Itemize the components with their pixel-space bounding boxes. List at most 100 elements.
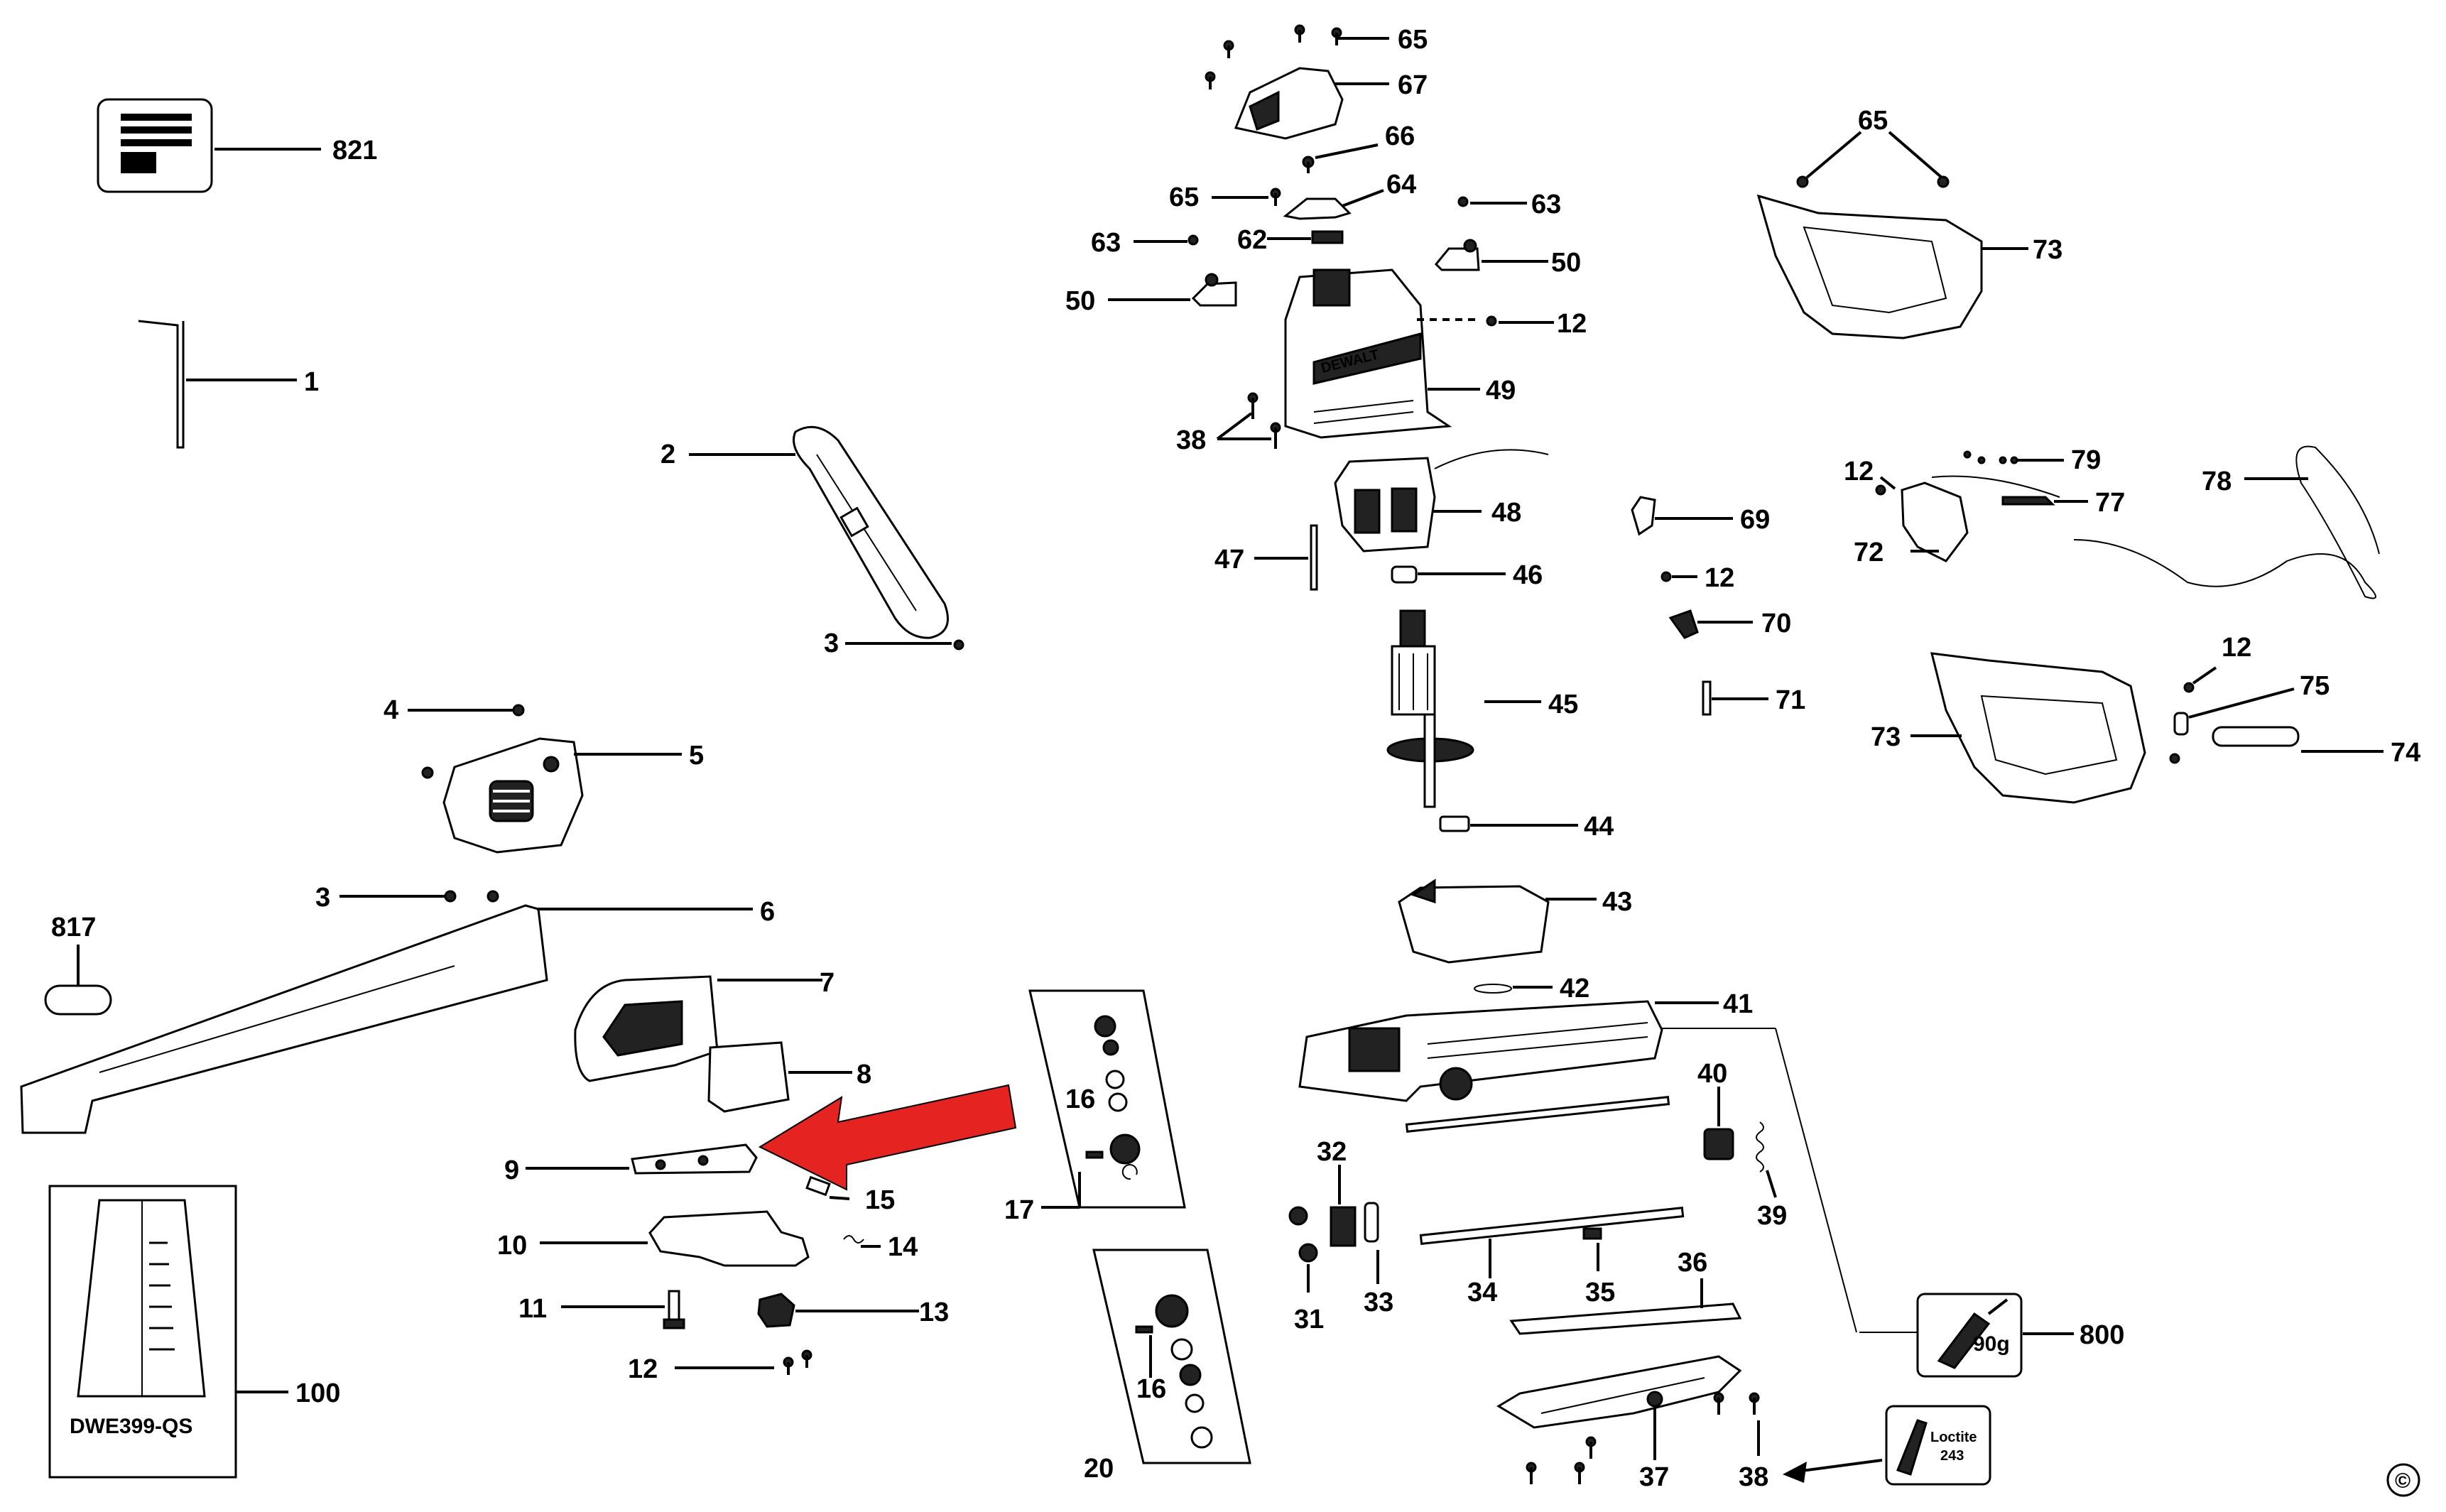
- callout-32: 32: [1317, 1137, 1347, 1167]
- part-13-clamp: [757, 1293, 919, 1328]
- callout-34: 34: [1467, 1278, 1497, 1307]
- callout-70: 70: [1761, 609, 1791, 638]
- part-12-75-74-parts: [2169, 666, 2384, 764]
- adhesive-bottle-icon: [1783, 1405, 1991, 1486]
- callout-62: 62: [1237, 225, 1267, 255]
- part-38-screws: [1216, 392, 1281, 449]
- part-38-base-screws: [1526, 1392, 1760, 1484]
- highlight-arrow: [758, 1084, 1017, 1191]
- callout-17: 17: [1004, 1195, 1034, 1225]
- part-44-bushing: [1439, 815, 1578, 832]
- callout-7: 7: [820, 968, 835, 998]
- callout-73b: 73: [1871, 722, 1901, 752]
- callout-3b: 3: [315, 883, 330, 913]
- callout-38b: 38: [1739, 1462, 1768, 1492]
- part-2-front-handle: [689, 425, 964, 651]
- model-label: DWE399-QS: [70, 1415, 192, 1438]
- part-6-guide-bar: [20, 890, 753, 1134]
- part-31-32-33-parts: [1288, 1165, 1379, 1293]
- callout-73a: 73: [2033, 235, 2062, 265]
- callout-6: 6: [760, 897, 775, 927]
- part-9-tensioner: [526, 1143, 758, 1175]
- callout-12d: 12: [1844, 457, 1874, 486]
- callout-2: 2: [661, 440, 675, 469]
- copyright-mark: [2386, 1463, 2420, 1497]
- callout-100: 100: [295, 1378, 340, 1408]
- part-5-sprocket-cover: [408, 704, 682, 854]
- part-66-screw: [1302, 143, 1379, 173]
- callout-37: 37: [1639, 1462, 1669, 1492]
- part-73-rear-handle-half: [1756, 131, 2028, 339]
- callout-66: 66: [1385, 121, 1415, 151]
- part-64-bracket: [1283, 189, 1384, 220]
- part-7-chain-cover: [574, 975, 822, 1082]
- callout-45: 45: [1548, 690, 1578, 719]
- callout-16b: 16: [1136, 1374, 1166, 1404]
- adhesive-label-line2: 243: [1940, 1448, 1964, 1464]
- part-65-67-top-cover: [1205, 24, 1389, 140]
- part-11-bolt: [561, 1290, 685, 1329]
- part-14-spring: [843, 1235, 881, 1248]
- callout-46: 46: [1513, 560, 1543, 590]
- callout-63b: 63: [1531, 190, 1561, 219]
- part-69-70-71-parts: [1631, 496, 1768, 716]
- callout-12e: 12: [2222, 633, 2251, 663]
- callout-11: 11: [518, 1294, 547, 1324]
- part-72-77-79-switch: [1875, 450, 2088, 562]
- part-41-main-housing: [1298, 1000, 1857, 1333]
- part-62-brush: [1267, 230, 1344, 244]
- callout-67: 67: [1398, 70, 1428, 100]
- part-15-pin: [805, 1175, 850, 1200]
- callout-10: 10: [497, 1231, 527, 1261]
- callout-63a: 63: [1091, 228, 1121, 258]
- callout-50b: 50: [1551, 248, 1581, 278]
- callout-13: 13: [919, 1298, 949, 1327]
- callout-800: 800: [2080, 1320, 2124, 1350]
- callout-48: 48: [1491, 498, 1521, 528]
- part-1-hex-key-icon: [138, 320, 297, 449]
- part-821-manual-icon: [97, 98, 321, 193]
- callout-39: 39: [1757, 1201, 1787, 1231]
- callout-78: 78: [2202, 467, 2232, 496]
- part-40-39-parts: [1703, 1087, 1777, 1198]
- adhesive-label-line1: Loctite: [1930, 1430, 1977, 1445]
- callout-47: 47: [1214, 545, 1244, 575]
- callout-75: 75: [2300, 671, 2330, 701]
- callout-1: 1: [304, 367, 319, 397]
- callout-33: 33: [1364, 1288, 1393, 1317]
- callout-4: 4: [384, 695, 398, 725]
- part-34-35-36-rods: [1405, 1096, 1742, 1335]
- callout-77: 77: [2095, 488, 2125, 518]
- callout-5: 5: [689, 741, 704, 771]
- callout-71: 71: [1776, 685, 1805, 715]
- part-42-ring: [1474, 984, 1553, 994]
- callout-44: 44: [1584, 812, 1614, 842]
- callout-40: 40: [1697, 1059, 1727, 1089]
- part-43-gear-cover: [1398, 879, 1597, 964]
- callout-12c: 12: [1705, 563, 1734, 593]
- part-37-base: [1496, 1355, 1742, 1460]
- part-20-panel: [1092, 1249, 1251, 1464]
- part-49-motor-housing: DEWALT: [1284, 268, 1554, 439]
- callout-42: 42: [1560, 974, 1589, 1004]
- callout-15: 15: [865, 1185, 895, 1215]
- callout-12a: 12: [628, 1354, 658, 1384]
- part-78-cable: [2073, 445, 2380, 599]
- callout-31: 31: [1294, 1305, 1324, 1334]
- part-73-rear-handle: [1910, 652, 2146, 804]
- part-8-pad: [707, 1041, 852, 1113]
- callout-74: 74: [2391, 738, 2420, 768]
- part-12-screws: [675, 1349, 812, 1375]
- part-17-panel: [1028, 989, 1186, 1209]
- callout-36: 36: [1678, 1248, 1707, 1278]
- callout-9: 9: [504, 1155, 519, 1185]
- callout-20: 20: [1084, 1454, 1114, 1484]
- callout-65b: 65: [1169, 183, 1199, 212]
- callout-50a: 50: [1065, 286, 1095, 316]
- part-100-model-box: [48, 1185, 288, 1479]
- callout-49: 49: [1486, 376, 1516, 406]
- callout-64: 64: [1386, 170, 1416, 200]
- callout-38a: 38: [1176, 425, 1206, 455]
- callout-69: 69: [1740, 505, 1770, 535]
